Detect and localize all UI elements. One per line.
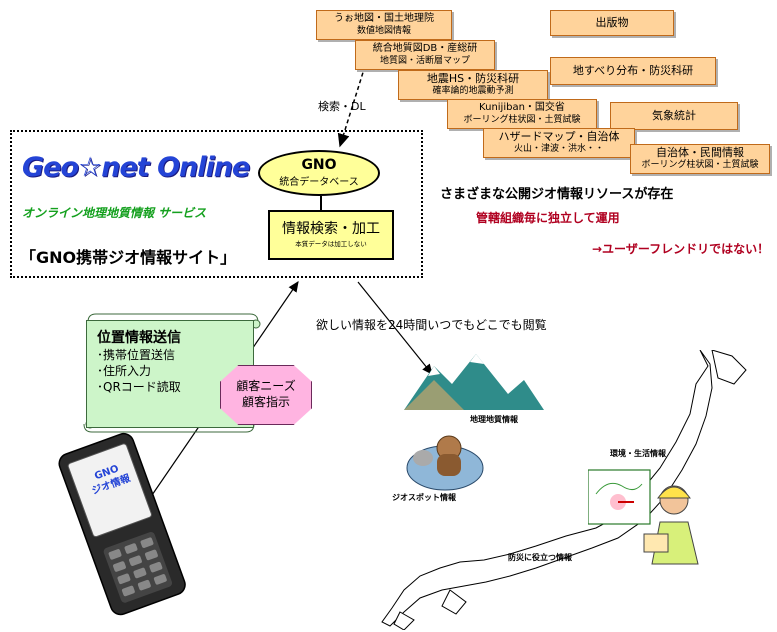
source-sublabel: ボーリング柱状図・土質試験 [463,115,581,125]
source-label: 地震HS・防災科研 [426,72,520,85]
independent-statement: 管轄組織毎に独立して運用 [476,211,620,225]
gno-site-label: 「GNO携帯ジオ情報サイト」 [20,248,237,267]
source-sublabel: 数値地図情報 [356,26,411,36]
source-box-geo-survey: うぉ地図・国土地理院 数値地図情報 [316,10,452,40]
source-sublabel: 確率論的地震動予測 [432,86,514,96]
search-process-node: 情報検索・加工 本質データは加工しない [268,210,394,260]
environment-info-label: 環境・生活情報 [610,449,666,458]
mobile-phone-illustration [58,432,186,616]
source-box-private: 自治体・民間情報 ボーリング柱状図・土質試験 [630,144,770,174]
db-to-search-line [320,196,322,210]
source-box-aist: 統合地質図DB・産総研 地質図・活断層マップ [355,40,495,70]
source-box-kunijiban: Kunijiban・国交省 ボーリング柱状図・土質試験 [447,99,597,129]
location-send-scroll: 位置情報送信 ･携帯位置送信 ･住所入力 ･QRコード読取 [86,320,254,428]
source-label: 自治体・民間情報 [656,146,744,159]
gno-database-subtitle: 統合データベース [279,177,359,188]
search-process-title: 情報検索・加工 [282,221,380,237]
disaster-info-label: 防災に役立つ情報 [508,553,572,562]
source-box-seismic: 地震HS・防災科研 確率論的地震動予測 [398,70,548,100]
source-label: うぉ地図・国土地理院 [334,13,434,24]
browse-statement: 欲しい情報を24時間いつでもどこでも閲覧 [316,318,547,332]
gno-database-title: GNO [301,157,337,173]
not-friendly-statement: →ユーザーフレンドリではない！ [592,242,770,256]
location-send-item: ･携帯位置送信 [97,348,176,362]
hot-spring-icon [406,435,484,491]
source-label: 気象統計 [652,109,696,122]
customer-instruction-label: 顧客指示 [241,395,290,409]
source-sublabel: 地質図・活断層マップ [379,56,470,66]
site-to-map-arrow [357,281,433,375]
source-label: ハザードマップ・自治体 [498,130,620,143]
map-and-worker-icon [588,469,699,565]
source-sublabel: ボーリング柱状図・土質試験 [641,160,759,170]
source-box-weather: 気象統計 [610,102,738,130]
location-send-title: 位置情報送信 [97,330,181,346]
customer-needs-octagon: 顧客ニーズ 顧客指示 [220,365,312,425]
search-dl-label: 検索・DL [318,100,366,113]
search-process-note: 本質データは加工しない [295,240,367,248]
source-sublabel: 火山・津波・洪水・・ [513,144,604,154]
source-label: 統合地質図DB・産総研 [372,43,478,54]
geonet-subtitle: オンライン地理地質情報 サービス [22,206,207,220]
source-label: Kunijiban・国交省 [479,102,565,113]
source-label: 地すべり分布・防災科研 [572,64,694,77]
gno-site-frame [10,130,423,278]
source-box-landslide: 地すべり分布・防災科研 [550,57,716,85]
geonet-logo-title: Geo☆net Online [22,152,250,183]
mountain-icon [404,354,544,410]
location-send-item: ･QRコード読取 [97,380,181,394]
resources-statement: さまざまな公開ジオ情報リソースが存在 [440,187,674,202]
gno-database-node: GNO 統合データベース [258,150,380,196]
geology-info-label: 地理地質情報 [470,415,518,424]
source-box-publications: 出版物 [550,10,674,36]
location-send-item: ･住所入力 [97,364,152,378]
source-box-hazard-map: ハザードマップ・自治体 火山・津波・洪水・・ [483,128,635,158]
source-label: 出版物 [595,16,629,29]
geospot-info-label: ジオスポット情報 [392,493,456,502]
customer-needs-label: 顧客ニーズ [236,379,296,393]
